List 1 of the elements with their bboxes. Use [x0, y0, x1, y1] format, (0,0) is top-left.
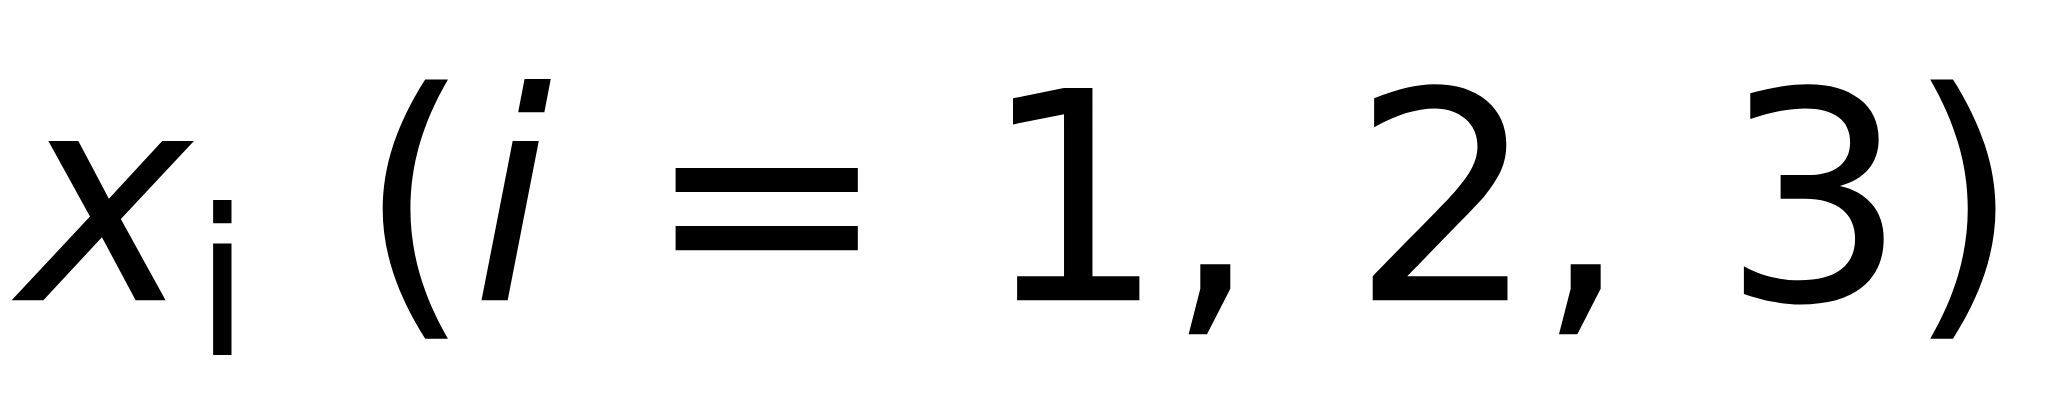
formula-text: x$_{i}$ (i = 1, 2, 3)	[11, 79, 1996, 355]
